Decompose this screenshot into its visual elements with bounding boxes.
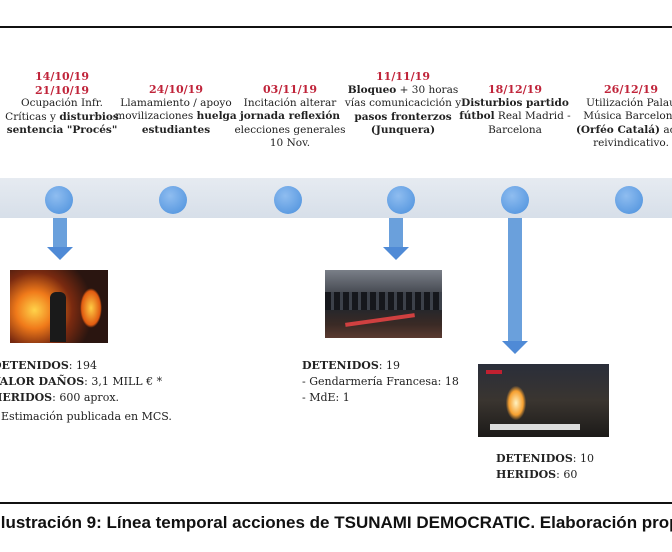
stat-label: HERIDOS xyxy=(496,468,557,481)
photo-police-line xyxy=(325,270,442,338)
timeline-dot xyxy=(501,186,529,214)
event-description: disturbios sentencia "Procés" xyxy=(6,110,119,137)
top-rule xyxy=(0,26,672,28)
event-date: 11/11/19 xyxy=(376,70,430,83)
event-description: elecciones generales 10 Nov. xyxy=(234,123,346,150)
event-description: Bloqueo xyxy=(347,83,397,96)
stat-value: : 194 xyxy=(68,359,97,372)
event-date: 03/11/19 xyxy=(263,83,317,96)
event-description: acto reivindicativo. xyxy=(593,123,672,150)
event-description: Incitación alterar xyxy=(243,96,337,109)
timeline-dot xyxy=(615,186,643,214)
event-date: 26/12/19 xyxy=(604,83,658,96)
event-description: (Orféo Catalá) xyxy=(575,123,661,136)
stat-line: - Gendarmería Francesa: 18 xyxy=(302,375,459,388)
figure-caption: Ilustración 9: Línea temporal acciones d… xyxy=(0,513,672,532)
event-date: 18/12/19 xyxy=(488,83,542,96)
stat-label: DETENIDOS xyxy=(496,452,573,465)
event-description: pasos fronterzos (Junquera) xyxy=(354,110,452,137)
event-description: + 30 horas vías comunicacición y xyxy=(344,83,462,110)
stats-block-1: DETENIDOS: 194 VALOR DAÑOS: 3,1 MILL € *… xyxy=(0,358,172,425)
event-description: Llamamiento / apoyo movilizaciones xyxy=(115,96,232,123)
stat-label: DETENIDOS xyxy=(0,359,69,372)
down-arrow-icon xyxy=(383,218,409,260)
event-date: 24/10/19 xyxy=(149,83,203,96)
timeline-band xyxy=(0,178,672,218)
down-arrow-icon xyxy=(502,218,528,354)
event-description: Ocupación Infr. Críticas y xyxy=(5,97,103,123)
bottom-rule xyxy=(0,502,672,504)
event-date: 14/10/19 xyxy=(35,70,89,83)
event-date: 21/10/19 xyxy=(35,83,89,97)
stat-value: : 600 aprox. xyxy=(52,391,120,404)
event-description: Utilización Palau Música Barcelona xyxy=(583,96,672,123)
timeline-dot xyxy=(274,186,302,214)
footnote: * Estimación publicada en MCS. xyxy=(0,410,172,423)
stat-label: DETENIDOS xyxy=(302,359,379,372)
event-description: huelga estudiantes xyxy=(141,110,237,136)
event-description: Real Madrid - Barcelona xyxy=(488,110,571,136)
timeline-dot xyxy=(45,186,73,214)
stat-label: HERIDOS xyxy=(0,391,53,404)
stat-value: : 19 xyxy=(378,359,400,372)
stat-label: VALOR DAÑOS xyxy=(0,375,85,388)
photo-football-riots xyxy=(478,364,609,437)
stat-line: - MdE: 1 xyxy=(302,391,350,404)
event-description: jornada reflexión xyxy=(240,110,340,122)
event-description: Disturbios partido fútbol xyxy=(459,96,569,123)
stat-value: : 10 xyxy=(572,452,594,465)
timeline-dot xyxy=(387,186,415,214)
down-arrow-icon xyxy=(47,218,73,260)
stat-value: : 60 xyxy=(556,468,578,481)
stat-value: : 3,1 MILL € * xyxy=(84,375,163,388)
timeline-dot xyxy=(159,186,187,214)
stats-block-3: DETENIDOS: 10 HERIDOS: 60 xyxy=(496,451,594,483)
photo-riots-fire xyxy=(10,270,108,343)
stats-block-2: DETENIDOS: 19 - Gendarmería Francesa: 18… xyxy=(302,358,459,406)
